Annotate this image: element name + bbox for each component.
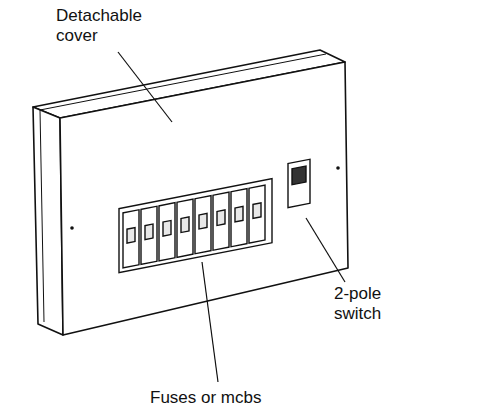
leader-line [306,218,345,282]
screw [336,166,340,170]
leader-line [202,262,218,382]
part-label: Fuses or mcbs [150,388,290,408]
part-label: 2-pole switch [334,284,404,323]
cover-front-face [60,62,348,335]
switch-toggle [292,166,306,185]
flange-lip [40,110,44,322]
main-switch [288,159,310,207]
mcb-base [119,179,272,273]
screw [70,226,74,230]
leader-line [118,52,172,122]
mcb-row [119,159,310,272]
cover-left-face [33,107,63,335]
part-label: Detachable cover [56,6,156,45]
